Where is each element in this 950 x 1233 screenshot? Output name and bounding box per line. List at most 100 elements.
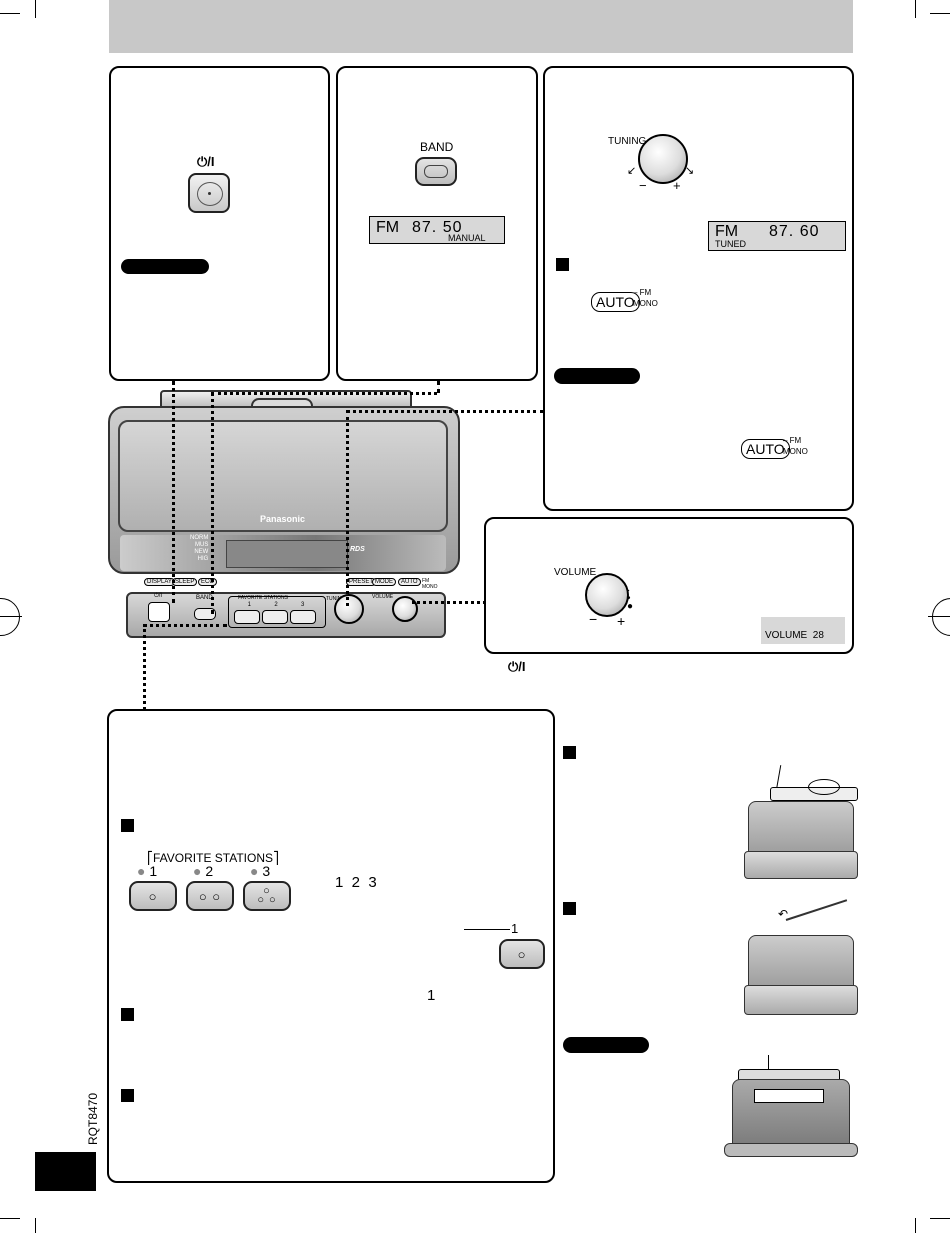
tuning-dial-label: TUNING <box>608 136 647 147</box>
display-button[interactable]: DISPLAY <box>144 578 175 586</box>
mono-label: MONO <box>633 299 658 308</box>
leader-line <box>143 624 146 710</box>
lcd-band: FM <box>715 223 739 240</box>
tuning-plus: + <box>673 178 681 193</box>
top-button-row: DISPLAY SLEEP ECO PRESET MODE AUTO FM MO… <box>134 578 444 590</box>
unit-fav-button-2[interactable] <box>262 610 288 624</box>
favorites-step-box: ⎡FAVORITE STATIONS⎤ ● 1 ● 2 ● 3 ○ ○ ○ ○○… <box>107 709 555 1183</box>
antenna-illustration-1 <box>738 765 858 883</box>
fav-button-3[interactable]: ○○ ○ <box>243 881 291 911</box>
fm-mono-label: FM MONO <box>422 578 438 590</box>
volume-dial-label: VOLUME <box>554 567 597 578</box>
fav-button-single[interactable]: ○ <box>499 939 545 969</box>
fav-button-2[interactable]: ○ ○ <box>186 881 234 911</box>
rds-logo: RDS <box>350 546 365 553</box>
fav-number-1: ● 1 <box>137 863 158 879</box>
tuning-lcd-display: FM 87. 60 TUNED <box>708 221 846 251</box>
note-pill <box>554 368 640 384</box>
eq-mode: NORM <box>190 535 209 541</box>
power-symbol-note: ⏻/I <box>508 659 526 674</box>
unit-tuning-label: TUNING <box>326 596 346 602</box>
radio-unit: Panasonic NORM MUS NEW HIG RDS DISPLAY S… <box>108 390 460 642</box>
eco-button[interactable]: ECO <box>198 578 218 586</box>
brand-logo: Panasonic <box>260 514 306 524</box>
tuning-minus: − <box>639 178 647 193</box>
inline-numbers: 1 2 3 <box>335 874 377 891</box>
crop-mark <box>930 13 950 14</box>
rotate-right-arrow: ↘ <box>685 165 695 177</box>
crop-mark <box>0 13 20 14</box>
single-button-pointer <box>464 929 510 930</box>
mono-label-2: MONO <box>783 447 808 456</box>
fav-button-1[interactable]: ○ <box>129 881 177 911</box>
eq-mode: NEW <box>194 549 209 555</box>
lcd-mode: TUNED <box>715 239 746 249</box>
fav-number: 3 <box>300 602 305 608</box>
unit-fav-button-1[interactable] <box>234 610 260 624</box>
power-button[interactable] <box>188 173 230 213</box>
unit-power-label: ⏻/I <box>154 593 163 599</box>
volume-lcd-text: VOLUME 28 <box>765 630 824 641</box>
registration-mark <box>928 616 950 617</box>
unit-tuning-knob[interactable] <box>334 594 364 624</box>
leader-line <box>211 392 437 395</box>
lcd-frequency: 87. 50 <box>412 219 463 236</box>
auto-fm-mono-button-2[interactable]: AUTO <box>741 439 790 459</box>
section-marker <box>563 902 576 915</box>
fm-label-2: – FM <box>783 436 802 445</box>
unit-band-label: BAND <box>196 595 213 601</box>
registration-mark <box>932 598 950 636</box>
crop-mark <box>0 1218 20 1219</box>
leader-line <box>412 601 486 604</box>
tuning-step-box: TUNING ↙ ↘ − + FM 87. 60 TUNED AUTO – FM… <box>543 66 854 511</box>
tuning-dial[interactable] <box>638 134 688 184</box>
lcd-band: FM <box>376 219 400 236</box>
unit-fav-label: FAVORITE STATIONS <box>238 595 289 601</box>
fav-group-label: ⎡FAVORITE STATIONS⎤ <box>147 851 280 865</box>
crop-mark <box>930 1218 950 1219</box>
crop-mark <box>915 0 916 18</box>
leader-line <box>346 410 349 606</box>
document-id: RQT8470 <box>86 1092 100 1145</box>
unit-fav-numbers: 1 2 3 <box>236 602 316 608</box>
unit-volume-knob[interactable] <box>392 596 418 622</box>
unit-volume-label: VOLUME <box>372 594 394 600</box>
trailing-number: 1 <box>427 987 436 1004</box>
band-button-label: BAND <box>420 140 454 154</box>
fav-group-text: FAVORITE STATIONS <box>153 851 274 865</box>
rotate-left-arrow: ↙ <box>627 165 637 177</box>
section-marker <box>121 1008 134 1021</box>
volume-plus: + <box>617 613 626 629</box>
registration-mark <box>0 616 22 617</box>
band-button[interactable] <box>415 157 457 186</box>
leader-line <box>143 624 227 627</box>
antenna-illustration-2: ↶ <box>738 899 858 1020</box>
unit-fav-button-3[interactable] <box>290 610 316 624</box>
page-number-tab <box>35 1152 96 1191</box>
note-pill <box>563 1037 649 1053</box>
auto-fm-mono-button[interactable]: AUTO <box>591 292 640 312</box>
sleep-button[interactable]: SLEEP <box>172 578 198 586</box>
volume-dial[interactable] <box>585 573 629 617</box>
volume-minus: − <box>589 611 598 627</box>
mode-button[interactable]: MODE <box>372 578 396 586</box>
crop-mark <box>35 1218 36 1233</box>
single-button-number: 1 <box>511 921 519 936</box>
power-symbol-label: ⏻/I <box>197 154 215 169</box>
fm-label: – FM <box>633 288 652 297</box>
crop-mark <box>35 0 36 18</box>
unit-lcd <box>226 540 348 568</box>
volume-step-box: VOLUME ·•● − + VOLUME 28 <box>484 517 854 654</box>
volume-lcd-display: VOLUME 28 <box>761 617 845 644</box>
section-marker <box>121 819 134 832</box>
unit-power-button[interactable] <box>148 602 170 622</box>
eq-mode: MUS <box>195 542 209 548</box>
crop-mark <box>915 1218 916 1233</box>
unit-band-button[interactable] <box>194 608 216 620</box>
antenna-illustration-3 <box>724 1055 858 1160</box>
section-marker <box>563 746 576 759</box>
eq-mode: HIG <box>197 556 209 562</box>
fav-number-2: ● 2 <box>193 863 214 879</box>
auto-button[interactable]: AUTO <box>398 578 421 586</box>
lcd-frequency: 87. 60 <box>769 223 820 240</box>
